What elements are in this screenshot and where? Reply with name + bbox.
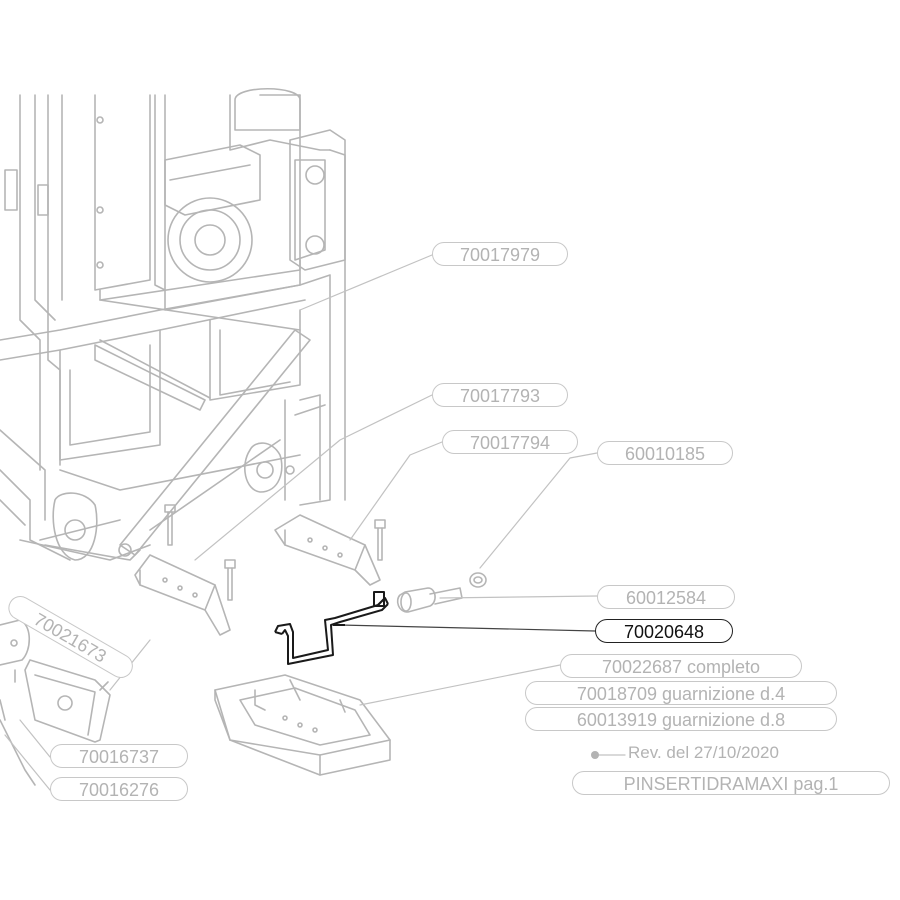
part-label-60013919[interactable]: 60013919 guarnizione d.8 xyxy=(525,707,837,731)
page-label: PINSERTIDRAMAXI pag.1 xyxy=(572,771,890,795)
part-label-70017979[interactable]: 70017979 xyxy=(432,242,568,266)
bracket-70017793 xyxy=(134,554,231,636)
boiler-frame xyxy=(0,87,346,561)
leader-lines xyxy=(4,254,626,791)
part-label-70022687[interactable]: 70022687 completo xyxy=(560,654,802,678)
bracket-70020648 xyxy=(274,591,389,665)
plate-70021673 xyxy=(0,619,36,786)
screws xyxy=(164,504,386,601)
part-label-70017794[interactable]: 70017794 xyxy=(442,430,578,454)
part-label-70016737[interactable]: 70016737 xyxy=(50,744,188,768)
part-label-70020648[interactable]: 70020648 xyxy=(595,619,733,643)
connector-60012584 xyxy=(396,572,487,613)
part-label-60010185[interactable]: 60010185 xyxy=(597,441,733,465)
revision-marker-icon xyxy=(591,751,599,759)
tray-70022687 xyxy=(214,674,391,776)
part-label-70016276[interactable]: 70016276 xyxy=(50,777,188,801)
bracket-70017794 xyxy=(274,514,381,586)
revision-text: Rev. del 27/10/2020 xyxy=(628,743,779,762)
part-label-60012584[interactable]: 60012584 xyxy=(597,585,735,609)
part-label-70017793[interactable]: 70017793 xyxy=(432,383,568,407)
cover-70016737 xyxy=(24,659,111,743)
part-label-70018709[interactable]: 70018709 guarnizione d.4 xyxy=(525,681,837,705)
